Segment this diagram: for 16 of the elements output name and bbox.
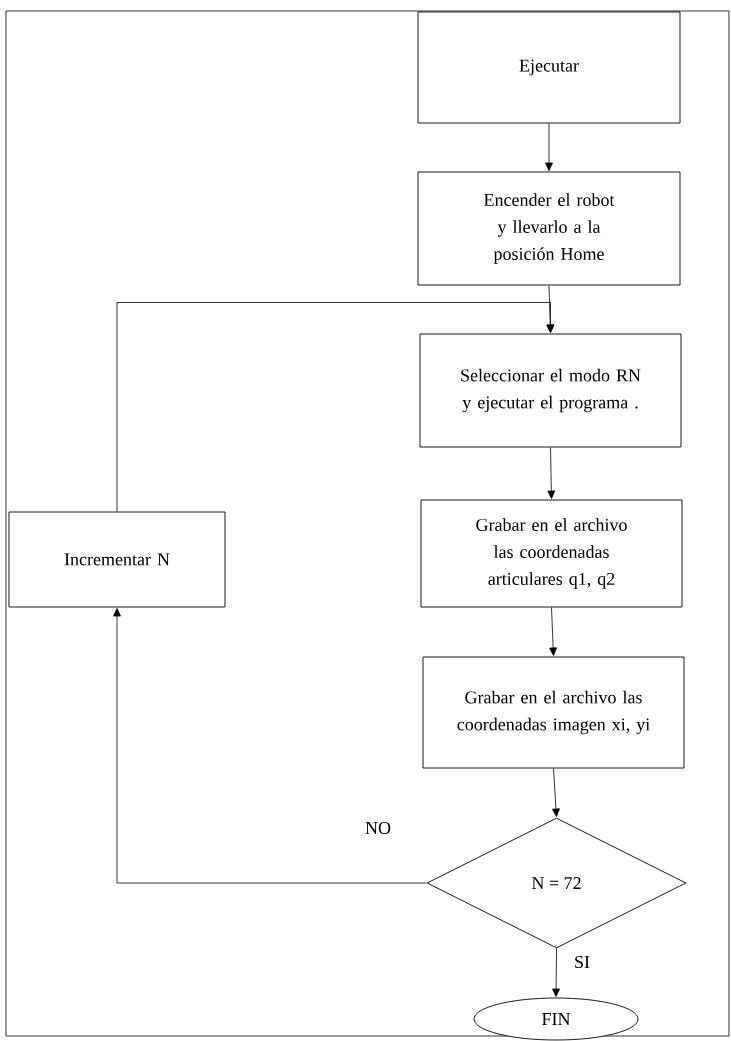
arrow [113, 608, 427, 884]
arrow [549, 607, 558, 656]
arrow [552, 948, 560, 997]
process-box: Grabar en el archivo las coordenadas articulares q1, q2 [420, 499, 683, 608]
edge-label: NO [365, 821, 391, 835]
process-box: Grabar en el archivo las coordenadas imagen xi, yi [422, 656, 685, 769]
edge-label: SI [575, 955, 590, 969]
process-box: Encender el robot y llevarlo a la posición Home [417, 171, 681, 286]
arrow [116, 302, 555, 512]
arrow [547, 447, 556, 499]
process-box: Ejecutar [417, 11, 681, 124]
process-box: Seleccionar el modo RN y ejecutar el programa . [419, 333, 682, 448]
arrow [545, 123, 553, 171]
process-box: Incrementar N [8, 511, 226, 608]
arrow [552, 768, 560, 817]
node-label: FIN [542, 1013, 571, 1025]
